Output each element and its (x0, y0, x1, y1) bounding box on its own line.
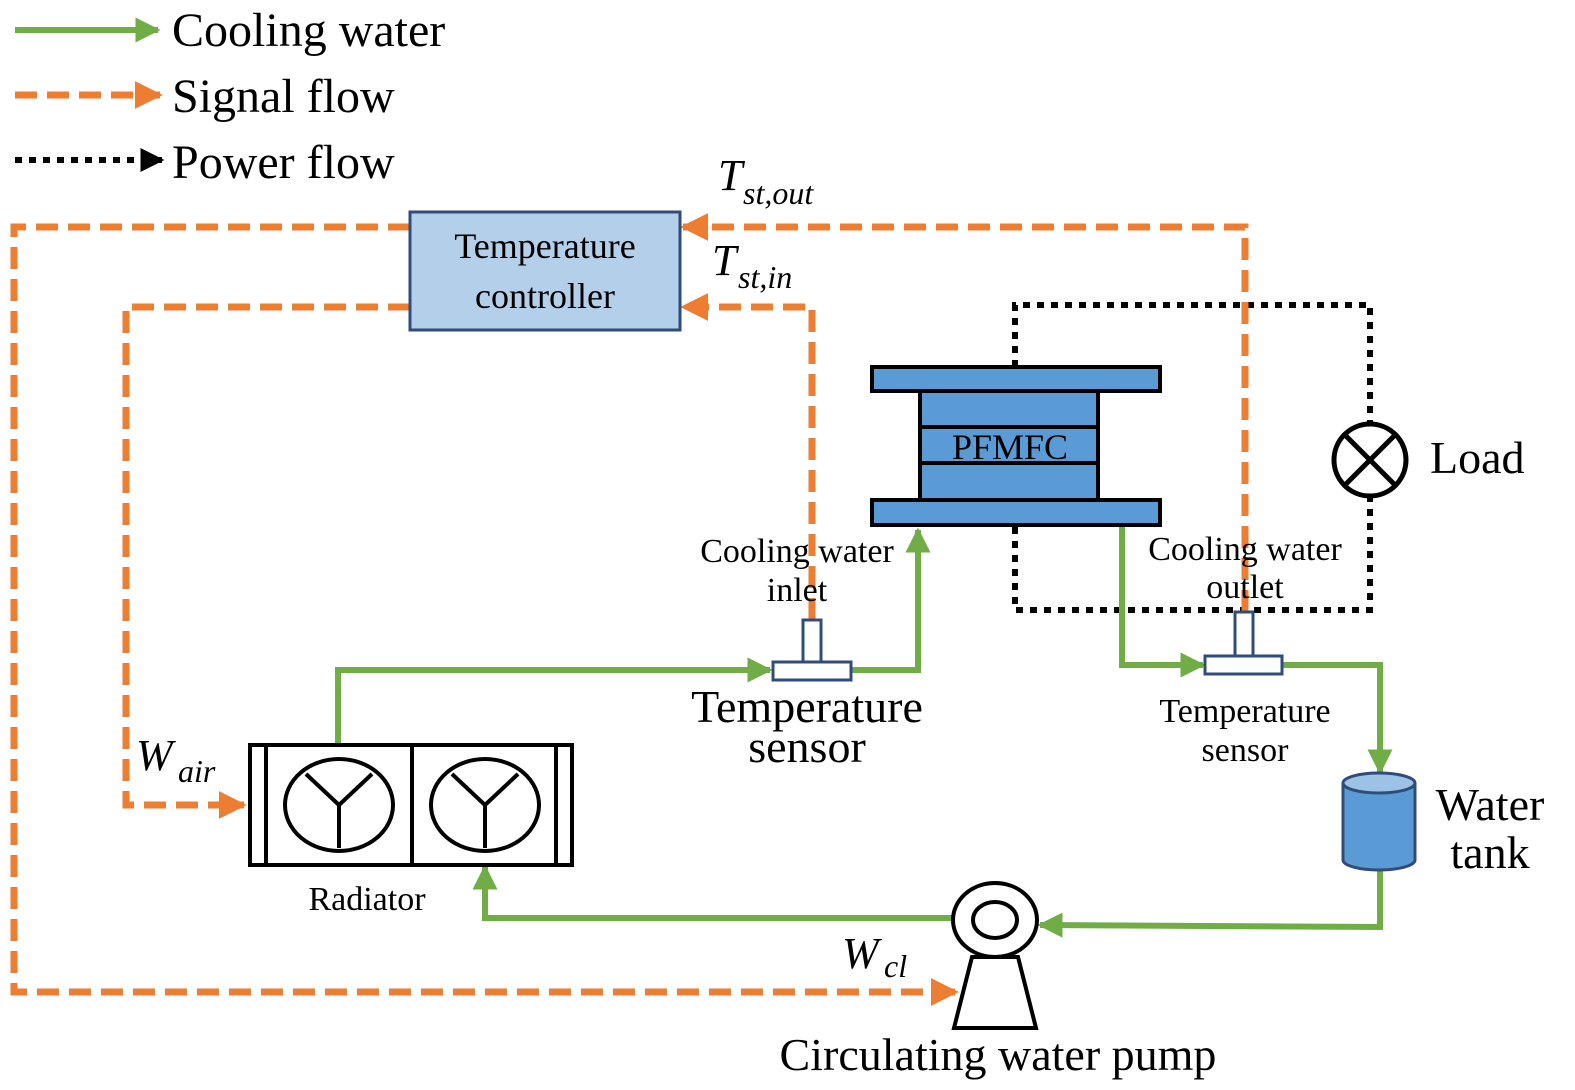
pipe-sensor-to-stack (850, 527, 931, 673)
inlet-label-line2: inlet (767, 572, 828, 609)
controller-label-line1: Temperature (454, 226, 635, 266)
pump-label: Circulating water pump (780, 1029, 1217, 1080)
outlet-label-line1: Cooling water (1148, 531, 1342, 568)
svg-text:T: T (718, 151, 746, 200)
tank-label-line2: tank (1450, 827, 1529, 878)
sensor-left-label-line2: sensor (748, 721, 866, 772)
tank-label-line1: Water (1436, 779, 1545, 830)
power-flow-loop (1012, 302, 1373, 613)
radiator-fan-left-icon (283, 757, 395, 853)
temperature-controller-box (408, 210, 682, 332)
pipe-pump-to-radiator (472, 864, 955, 921)
outlet-label-line2: outlet (1206, 569, 1284, 606)
inlet-label-line1: Cooling water (700, 533, 894, 570)
pipe-radiator-to-sensor (335, 657, 773, 745)
signal-pump-speed (10, 223, 959, 1006)
fuel-cell-stack (870, 365, 1162, 527)
svg-text:air: air (178, 753, 216, 789)
load-symbol (1331, 421, 1409, 499)
svg-text:T: T (712, 236, 740, 285)
signal-label-w-cl: W cl (842, 929, 907, 984)
signal-inlet-temp (680, 293, 816, 620)
pipe-tank-to-pump (1037, 870, 1383, 938)
radiator-label: Radiator (308, 881, 426, 918)
pipe-sensor-to-tank (1282, 662, 1393, 775)
signal-fan-speed (122, 303, 410, 819)
signal-label-t-out: T st,out (718, 151, 814, 211)
svg-text:cl: cl (884, 948, 907, 984)
radiator-fan-right-icon (429, 757, 541, 853)
legend-cooling-label: Cooling water (172, 4, 445, 57)
svg-text:W: W (842, 929, 882, 978)
sensor-right-label-line2: sensor (1202, 732, 1290, 769)
svg-text:st,in: st,in (738, 259, 792, 295)
sensor-right-label-line1: Temperature (1159, 693, 1330, 730)
cooling-water-pipes (335, 527, 1393, 938)
svg-text:W: W (136, 731, 176, 780)
svg-text:st,out: st,out (743, 175, 814, 211)
signal-label-w-air: W air (136, 731, 216, 789)
stack-label: PFMFC (952, 427, 1068, 467)
pipe-stack-to-sensor (1119, 527, 1206, 678)
sensor-left-label-line1: Temperature (691, 681, 923, 732)
water-tank (1341, 771, 1417, 872)
signal-label-t-in: T st,in (712, 236, 792, 295)
radiator (248, 743, 574, 867)
temperature-sensor-outlet (1203, 610, 1284, 676)
signal-outlet-temp (680, 213, 1249, 612)
temperature-sensor-inlet (771, 618, 853, 682)
legend: Cooling water Signal flow Power flow (15, 4, 445, 189)
signal-flow-lines (10, 213, 1249, 1006)
circulating-pump (951, 881, 1039, 1030)
legend-power-label: Power flow (172, 136, 395, 189)
load-label: Load (1430, 432, 1525, 483)
controller-label-line2: controller (475, 276, 615, 316)
legend-signal-label: Signal flow (172, 70, 395, 123)
